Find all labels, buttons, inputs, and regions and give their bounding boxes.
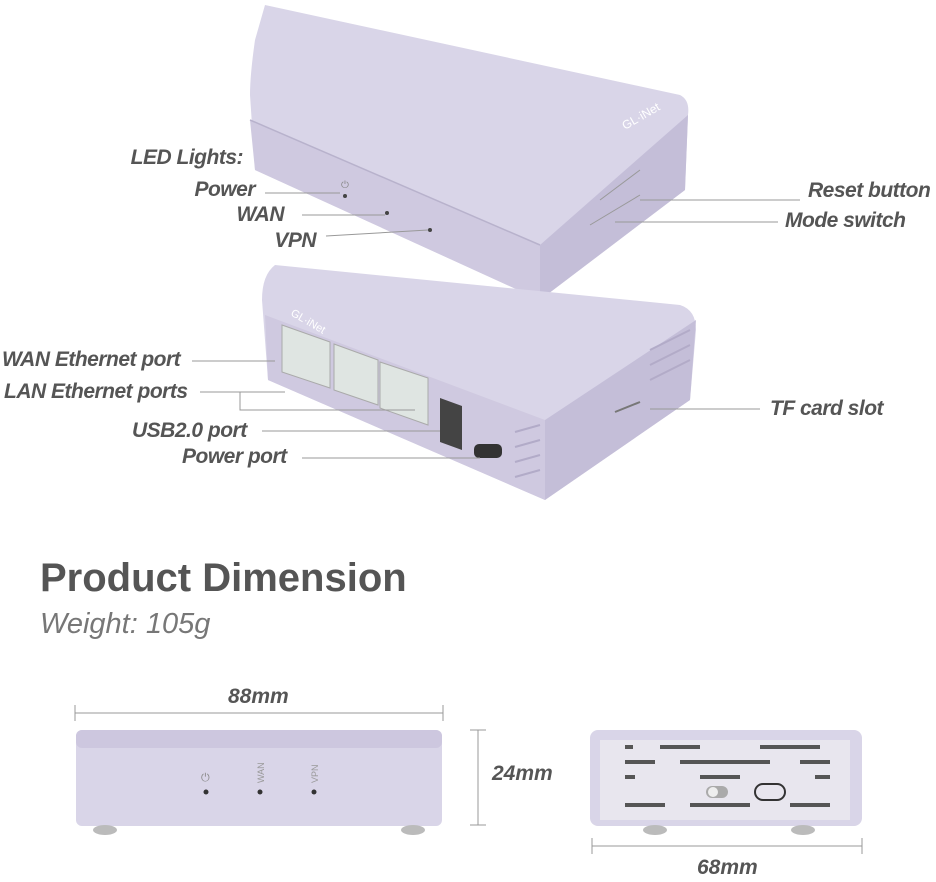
- router-top-view: GL·iNet ⏻: [249, 5, 689, 300]
- wan-led-label-callout: WAN: [236, 203, 285, 226]
- power-led-icon: ⏻: [341, 180, 349, 191]
- wan-led-label: WAN: [256, 762, 266, 783]
- usb-port-label: USB2.0 port: [132, 419, 247, 442]
- power-port-label: Power port: [182, 445, 287, 468]
- svg-text:⏻: ⏻: [201, 772, 210, 784]
- power-led-label: Power: [194, 178, 255, 201]
- mode-switch-label: Mode switch: [785, 209, 906, 232]
- leader-lines: [74, 192, 863, 854]
- dimension-title: Product Dimension: [40, 556, 407, 600]
- wan-ethernet-port-label: WAN Ethernet port: [2, 348, 181, 371]
- reset-button-label: Reset button: [808, 179, 931, 202]
- router-ports-view: GL·iNet: [262, 265, 696, 500]
- weight-text: Weight: 105g: [40, 608, 211, 640]
- tf-card-slot-label: TF card slot: [770, 397, 884, 420]
- length-dimension: 88mm: [228, 685, 289, 708]
- vpn-led-label-callout: VPN: [274, 229, 316, 252]
- router-front-view: ⏻ WAN VPN: [76, 730, 442, 835]
- width-dimension: 68mm: [697, 856, 758, 879]
- led-lights-heading: LED Lights:: [130, 146, 244, 169]
- vpn-led-label: VPN: [310, 764, 320, 783]
- router-side-view: [590, 730, 862, 835]
- lan-ethernet-ports-label: LAN Ethernet ports: [4, 380, 188, 403]
- height-dimension: 24mm: [492, 762, 553, 785]
